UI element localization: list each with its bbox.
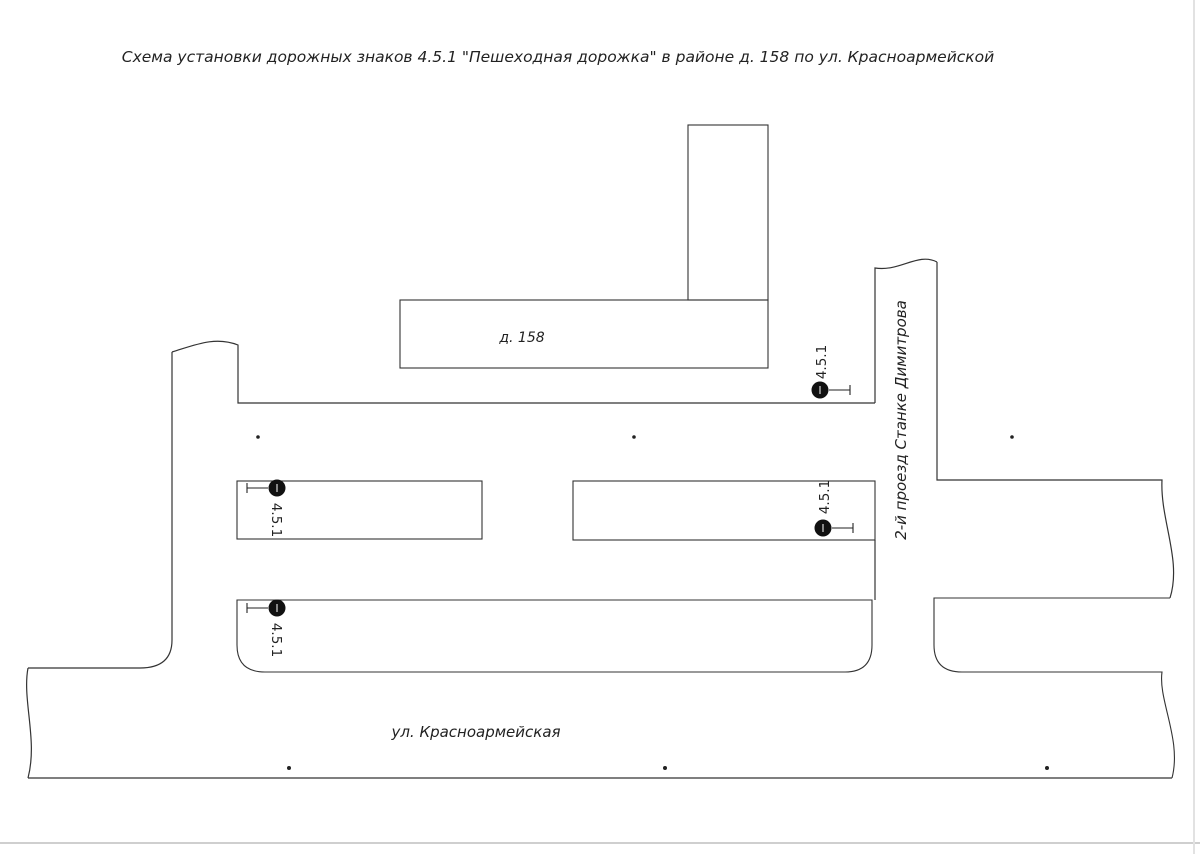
island-lower <box>236 599 873 673</box>
building-158: д. 158 <box>399 124 769 369</box>
side-street-edge-east <box>936 262 1175 599</box>
sign-code-label: 4.5.1 <box>817 480 833 514</box>
marker-dot <box>1010 435 1014 439</box>
building-wing-vertical <box>687 124 769 301</box>
marker-dot <box>1045 766 1049 770</box>
marker-dot <box>632 435 636 439</box>
sign-code-label: 4.5.1 <box>268 503 284 537</box>
main-street-label: ул. Красноармейская <box>390 723 560 741</box>
road-sign-4-5-1-icon: 4.5.1 <box>811 345 851 399</box>
island-left <box>236 480 483 540</box>
road-edge-left-lower <box>28 352 173 669</box>
side-street-label: 2-й проезд Станке Димитрова <box>892 300 910 540</box>
road-edge-left <box>171 340 875 404</box>
sign-code-label: 4.5.1 <box>268 623 284 657</box>
island-right <box>572 480 876 541</box>
building-label: д. 158 <box>498 330 544 346</box>
road-sign-4-5-1-icon: 4.5.1 <box>246 479 286 537</box>
scheme-title: Схема установки дорожных знаков 4.5.1 "П… <box>122 48 994 66</box>
side-street-edge-west <box>874 258 938 403</box>
main-street-edge-top <box>26 667 32 779</box>
marker-dot <box>287 766 291 770</box>
block-lower-right <box>933 597 1176 779</box>
sign-code-label: 4.5.1 <box>814 345 830 379</box>
road-sign-4-5-1-icon: 4.5.1 <box>814 480 854 537</box>
marker-dot <box>256 435 260 439</box>
road-sign-4-5-1-icon: 4.5.1 <box>246 599 286 657</box>
building-wing-horizontal <box>399 299 769 369</box>
marker-dot <box>663 766 667 770</box>
